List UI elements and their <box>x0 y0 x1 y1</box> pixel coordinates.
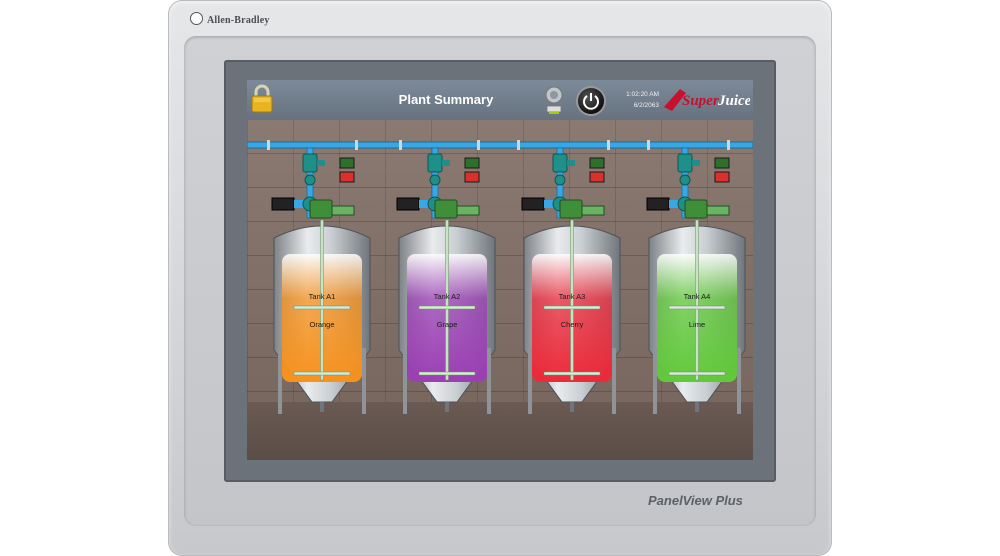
tank-leg <box>653 348 657 414</box>
tank-outlet <box>320 402 324 412</box>
inlet-pipe <box>544 200 556 208</box>
agitator-blade <box>543 305 601 310</box>
alarm-light-icon <box>714 171 730 183</box>
agitator-blade <box>668 305 726 310</box>
tank-name: Tank A1 <box>308 292 336 301</box>
motor-housing <box>456 205 480 216</box>
motor-housing <box>706 205 730 216</box>
agitator-shaft <box>445 219 449 381</box>
padlock-icon[interactable] <box>251 84 273 114</box>
agitator-motor-icon <box>434 199 458 219</box>
control-valve-icon <box>302 153 318 173</box>
tank-product: Grape <box>436 320 458 329</box>
valve-body <box>304 174 316 186</box>
inlet-actuator-icon <box>521 197 545 211</box>
motor-housing <box>331 205 355 216</box>
tank-leg <box>737 348 741 414</box>
valve-stem <box>692 160 700 166</box>
inlet-pipe <box>669 200 681 208</box>
agitator-blade <box>418 305 476 310</box>
allen-bradley-logo-icon <box>190 12 203 25</box>
alarm-bell-icon[interactable] <box>542 84 566 116</box>
valve-stem <box>442 160 450 166</box>
valve-stem <box>317 160 325 166</box>
pipe-coupling <box>607 140 610 150</box>
inlet-pipe <box>294 200 306 208</box>
inlet-actuator-icon <box>396 197 420 211</box>
agitator-blade <box>293 371 351 376</box>
alarm-light-icon <box>464 171 480 183</box>
pipe-coupling <box>399 140 402 150</box>
pipe-coupling <box>477 140 480 150</box>
tank-product: Cherry <box>560 320 584 329</box>
status-light-icon <box>464 157 480 169</box>
tank-outlet <box>570 402 574 412</box>
brand-label: Allen-Bradley <box>190 12 270 26</box>
pipe-coupling <box>647 140 650 150</box>
tank-leg <box>487 348 491 414</box>
valve-stem <box>567 160 575 166</box>
header-bar: Plant Summary 1:02:20 AM 6/2/2063 Super … <box>247 80 753 120</box>
hmi-screen: Plant Summary 1:02:20 AM 6/2/2063 Super … <box>247 80 753 460</box>
agitator-blade <box>668 371 726 376</box>
pipe-coupling <box>727 140 730 150</box>
agitator-blade <box>543 371 601 376</box>
inlet-actuator-icon <box>271 197 295 211</box>
plant-area: Tank A1 Orange Tank A2 Grape Tank A3 Cherry Ta… <box>247 120 753 460</box>
svg-text:Juice: Juice <box>717 93 750 109</box>
control-valve-icon <box>427 153 443 173</box>
control-valve-icon <box>552 153 568 173</box>
agitator-shaft <box>570 219 574 381</box>
tank-leg <box>362 348 366 414</box>
valve-body <box>429 174 441 186</box>
agitator-blade <box>418 371 476 376</box>
tank-leg <box>278 348 282 414</box>
status-light-icon <box>589 157 605 169</box>
plant-diagram <box>247 140 753 414</box>
tank-name: Tank A2 <box>433 292 461 301</box>
agitator-motor-icon <box>559 199 583 219</box>
agitator-blade <box>293 305 351 310</box>
date-readout: 6/2/2063 <box>633 102 659 109</box>
valve-body <box>554 174 566 186</box>
pipe-coupling <box>517 140 520 150</box>
power-icon <box>583 93 599 110</box>
time-readout: 1:02:20 AM <box>626 91 659 98</box>
inlet-pipe <box>419 200 431 208</box>
tank-product: Lime <box>688 320 706 329</box>
tank-name: Tank A3 <box>558 292 586 301</box>
floor <box>247 402 753 460</box>
page-title: Plant Summary <box>398 92 494 107</box>
status-light-icon <box>714 157 730 169</box>
model-label: PanelView Plus <box>648 493 743 508</box>
tank-name: Tank A4 <box>683 292 711 301</box>
alarm-light-icon <box>589 171 605 183</box>
clock: 1:02:20 AM 6/2/2063 <box>619 89 659 111</box>
pipe-coupling <box>267 140 270 150</box>
tank-outlet <box>695 402 699 412</box>
tank-leg <box>528 348 532 414</box>
alarm-light-icon <box>339 171 355 183</box>
pipe-coupling <box>355 140 358 150</box>
power-button[interactable] <box>578 88 604 114</box>
agitator-shaft <box>695 219 699 381</box>
main-pipe <box>247 141 753 149</box>
brand-text: Allen-Bradley <box>207 15 270 26</box>
status-light-icon <box>339 157 355 169</box>
valve-body <box>679 174 691 186</box>
svg-text:Super: Super <box>682 93 719 109</box>
tank-leg <box>612 348 616 414</box>
agitator-motor-icon <box>309 199 333 219</box>
tank-product: Orange <box>309 320 335 329</box>
tank-leg <box>403 348 407 414</box>
motor-housing <box>581 205 605 216</box>
agitator-shaft <box>320 219 324 381</box>
superjuice-logo: Super Juice <box>664 89 750 111</box>
tank-outlet <box>445 402 449 412</box>
control-valve-icon <box>677 153 693 173</box>
agitator-motor-icon <box>684 199 708 219</box>
inlet-actuator-icon <box>646 197 670 211</box>
